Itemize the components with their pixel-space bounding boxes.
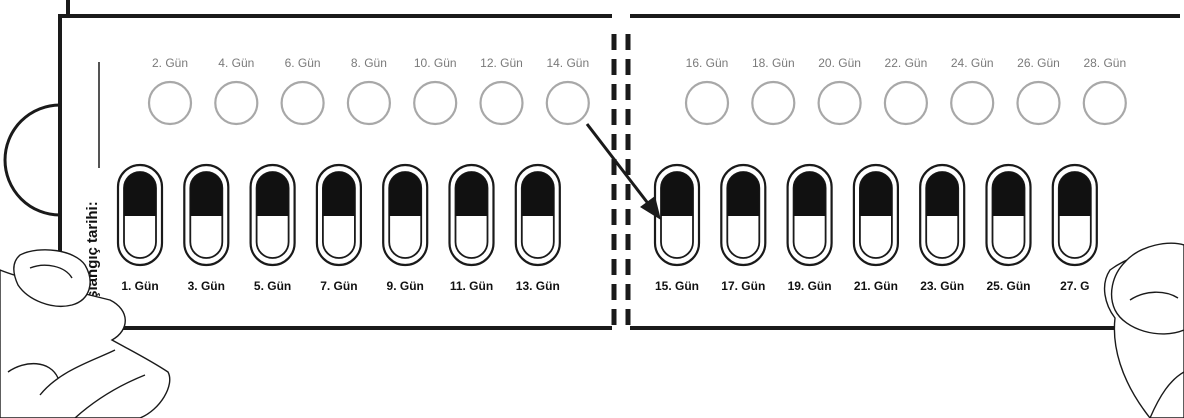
odd-day-slot: 27. G bbox=[1051, 163, 1098, 293]
odd-day-slot: 23. Gün bbox=[919, 163, 966, 293]
pack-body-left bbox=[58, 14, 612, 330]
pill-dark-half bbox=[926, 172, 959, 216]
pill-dark-half bbox=[124, 172, 156, 216]
even-day-slot: 10. Gün bbox=[413, 56, 458, 126]
empty-tablet-circle bbox=[214, 80, 259, 126]
left-side-tab bbox=[3, 103, 61, 217]
odd-day-slot: 15. Gün bbox=[653, 163, 701, 293]
even-day-slot: 18. Gün bbox=[751, 56, 796, 126]
even-day-label: 20. Gün bbox=[818, 56, 861, 70]
empty-tablet-circle bbox=[413, 80, 458, 126]
odd-day-label: 25. Gün bbox=[986, 279, 1030, 293]
even-day-label: 10. Gün bbox=[414, 56, 457, 70]
empty-tablet-circle bbox=[479, 80, 524, 126]
odd-day-slot: 17. Gün bbox=[720, 163, 767, 293]
pill-dark-half bbox=[1058, 172, 1091, 216]
even-day-slot: 22. Gün bbox=[883, 56, 929, 126]
even-day-label: 28. Gün bbox=[1083, 56, 1126, 70]
day-sequence-arrow bbox=[585, 123, 652, 207]
even-day-slot: 20. Gün bbox=[817, 56, 862, 126]
odd-day-label: 3. Gün bbox=[188, 279, 225, 293]
empty-tablet-circle bbox=[346, 80, 391, 126]
odd-day-slot: 1. Gün bbox=[116, 163, 164, 293]
even-day-row: 2. Gün 4. Gün 6. Gün 8. Gün 10. Gün 12. Gün 14… bbox=[147, 56, 1127, 126]
odd-day-label: 23. Gün bbox=[920, 279, 964, 293]
pack-body-right bbox=[630, 14, 1180, 330]
odd-day-slot: 7. Gün bbox=[315, 163, 362, 293]
pill-dark-half bbox=[793, 172, 826, 216]
pill-dark-half bbox=[992, 172, 1025, 216]
odd-day-slot: 9. Gün bbox=[382, 163, 429, 293]
empty-tablet-circle bbox=[1016, 80, 1061, 126]
arrow-head-icon bbox=[640, 196, 661, 220]
empty-tablet-circle bbox=[545, 80, 590, 126]
even-day-slot: 28. Gün bbox=[1082, 56, 1127, 126]
odd-day-label: 7. Gün bbox=[320, 279, 357, 293]
odd-day-label: 1. Gün bbox=[121, 279, 158, 293]
odd-day-label: 27. G bbox=[1060, 279, 1089, 293]
even-day-slot: 24. Gün bbox=[950, 56, 995, 126]
even-day-slot: 26. Gün bbox=[1016, 56, 1061, 126]
empty-tablet-circle bbox=[950, 80, 995, 126]
empty-tablet-circle bbox=[684, 80, 730, 126]
even-day-label: 12. Gün bbox=[480, 56, 523, 70]
even-day-slot: 6. Gün bbox=[280, 56, 325, 126]
empty-tablet-circle bbox=[751, 80, 796, 126]
right-hand-illustration bbox=[1103, 242, 1184, 418]
even-day-label: 24. Gün bbox=[951, 56, 994, 70]
empty-tablet-circle bbox=[280, 80, 325, 126]
pill-dark-half bbox=[256, 172, 289, 216]
even-day-label: 8. Gün bbox=[351, 56, 387, 70]
odd-day-label: 19. Gün bbox=[788, 279, 832, 293]
odd-day-label: 21. Gün bbox=[854, 279, 898, 293]
pill-dark-half bbox=[521, 172, 554, 216]
odd-day-slot: 13. Gün bbox=[514, 163, 561, 293]
even-day-slot: 16. Gün bbox=[684, 56, 730, 126]
odd-day-slot: 5. Gün bbox=[249, 163, 296, 293]
even-day-label: 22. Gün bbox=[885, 56, 928, 70]
even-day-label: 4. Gün bbox=[218, 56, 254, 70]
odd-day-label: 9. Gün bbox=[387, 279, 424, 293]
odd-day-slot: 3. Gün bbox=[183, 163, 230, 293]
empty-tablet-circle bbox=[1082, 80, 1127, 126]
even-day-label: 14. Gün bbox=[546, 56, 589, 70]
odd-day-label: 15. Gün bbox=[655, 279, 699, 293]
even-day-slot: 2. Gün bbox=[147, 56, 193, 126]
empty-tablet-circle bbox=[147, 80, 193, 126]
pill-dark-half bbox=[389, 172, 422, 216]
even-day-slot: 14. Gün bbox=[545, 56, 590, 126]
odd-day-slot: 11. Gün bbox=[448, 163, 495, 293]
even-day-label: 18. Gün bbox=[752, 56, 795, 70]
odd-day-slot: 21. Gün bbox=[852, 163, 900, 293]
pill-dark-half bbox=[661, 172, 693, 216]
pill-dark-half bbox=[322, 172, 355, 216]
left-hand-illustration bbox=[0, 249, 171, 418]
even-day-label: 6. Gün bbox=[285, 56, 321, 70]
even-day-label: 26. Gün bbox=[1017, 56, 1060, 70]
pill-dark-half bbox=[455, 172, 488, 216]
odd-day-label: 11. Gün bbox=[450, 279, 493, 293]
even-day-label: 16. Gün bbox=[686, 56, 729, 70]
odd-day-slot: 25. Gün bbox=[985, 163, 1032, 293]
even-day-slot: 12. Gün bbox=[479, 56, 524, 126]
pill-dark-half bbox=[190, 172, 223, 216]
even-day-slot: 4. Gün bbox=[214, 56, 259, 126]
odd-day-slot: 19. Gün bbox=[786, 163, 833, 293]
pill-dark-half bbox=[859, 172, 892, 216]
odd-day-label: 17. Gün bbox=[721, 279, 765, 293]
empty-tablet-circle bbox=[883, 80, 929, 126]
even-day-slot: 8. Gün bbox=[346, 56, 391, 126]
odd-day-row: 1. Gün 3. Gün 5. Gün 7. Gün 9. Gün 11. Gün 13.… bbox=[116, 163, 1098, 293]
pill-dark-half bbox=[727, 172, 760, 216]
odd-day-label: 13. Gün bbox=[516, 279, 560, 293]
empty-tablet-circle bbox=[817, 80, 862, 126]
odd-day-label: 5. Gün bbox=[254, 279, 291, 293]
even-day-label: 2. Gün bbox=[152, 56, 188, 70]
